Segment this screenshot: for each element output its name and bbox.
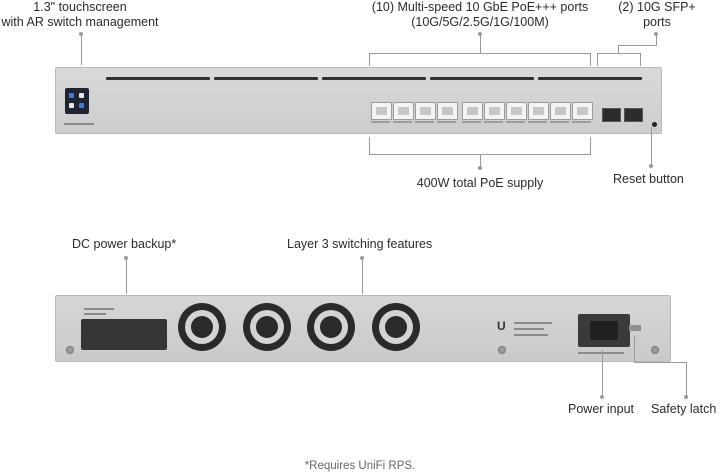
layer3-callout [362,258,363,294]
sfp-bracket-left [597,53,598,66]
reset-button-hole[interactable] [652,122,657,127]
ports-bracket-left [369,53,370,66]
rear-info-text [514,322,552,324]
poe-callout [480,154,481,168]
rj45-port[interactable] [393,102,414,120]
rear-screw [498,346,506,354]
dc-info-text [84,308,114,310]
rj45-port[interactable] [506,102,527,120]
sfp-label-line1: (2) 10G SFP+ [618,0,696,14]
poe-callout-dot [478,166,482,170]
screen-tile [69,93,74,98]
port-number [437,121,456,123]
sfp-callout-dot [654,32,658,36]
ports-label-line1: (10) Multi-speed 10 GbE PoE+++ ports [371,0,589,14]
fan [372,303,420,351]
rj45-port[interactable] [415,102,436,120]
dc-info-text [84,313,106,315]
fan [243,303,291,351]
port-number [550,121,569,123]
vent-slot [106,77,210,80]
sfp-port[interactable] [602,108,621,122]
rj45-port[interactable] [572,102,593,120]
switch-rear-panel: U [55,295,671,362]
safety-latch-label: Safety latch [651,402,717,416]
safety-latch[interactable] [629,325,641,331]
latch-callout-dot [684,395,688,399]
fan [178,303,226,351]
rj45-port[interactable] [462,102,483,120]
port-number [462,121,481,123]
rear-screw [651,346,659,354]
dc-power-connector[interactable] [81,319,167,350]
ports-callout [480,34,481,53]
port-number [484,121,503,123]
rj45-port[interactable] [484,102,505,120]
latch-callout-h [634,362,687,363]
vent-slot [214,77,318,80]
port-number [528,121,547,123]
rj45-port[interactable] [528,102,549,120]
reset-callout-dot [649,164,653,168]
sfp-callout-h [618,45,657,46]
power-input-callout [602,350,603,397]
port-number [371,121,390,123]
screen-tile [79,103,84,108]
rj45-port[interactable] [550,102,571,120]
port-number [415,121,434,123]
rj45-port[interactable] [437,102,458,120]
reset-callout [651,127,652,165]
latch-callout-v1 [634,335,635,362]
rj45-port[interactable] [371,102,392,120]
poe-supply-label: 400W total PoE supply [416,176,544,190]
ubiquiti-logo-icon: U [497,319,506,333]
power-info-text [578,352,624,354]
poe-bracket-right [590,137,591,154]
touchscreen-label-line2: with AR switch management [1,15,159,29]
ports-bracket-right [590,53,591,66]
screen-tile [69,103,74,108]
ac-power-inlet[interactable] [578,314,630,347]
layer3-label: Layer 3 switching features [287,237,433,251]
sfp-callout-v [618,45,619,53]
port-number [393,121,412,123]
touchscreen-label-line1: 1.3" touchscreen [33,0,127,14]
sfp-label-line2: ports [643,15,671,29]
screen-tile [79,93,84,98]
vent-slot [322,77,426,80]
touchscreen-label: 1.3" touchscreen with AR switch manageme… [0,0,160,30]
port-number [506,121,525,123]
ground-screw [66,346,74,354]
ports-bracket-top [369,53,591,54]
touchscreen-display[interactable] [65,88,89,114]
ports-label: (10) Multi-speed 10 GbE PoE+++ ports (10… [355,0,605,30]
power-input-callout-dot [600,395,604,399]
sfp-bracket-right [640,53,641,66]
dc-backup-label: DC power backup* [72,237,177,251]
vent-slot [430,77,534,80]
dc-callout-dot [124,256,128,260]
ports-callout-dot [478,32,482,36]
rear-info-text [514,334,548,336]
sfp-port[interactable] [624,108,643,122]
touchscreen-callout-dot [79,32,83,36]
vent-slot [538,77,642,80]
switch-front-panel [55,67,662,134]
ports-label-line2: (10G/5G/2.5G/1G/100M) [411,15,549,29]
layer3-callout-dot [360,256,364,260]
sfp-bracket-top [597,53,640,54]
rear-info-text [514,328,544,330]
footnote: *Requires UniFi RPS. [304,460,416,472]
port-number [572,121,591,123]
dc-callout [126,258,127,294]
poe-bracket-left [369,137,370,154]
model-text [64,123,94,125]
latch-callout-v2 [686,362,687,397]
touchscreen-callout [81,34,82,65]
power-input-label: Power input [568,402,635,416]
fan [307,303,355,351]
sfp-callout-v2 [656,34,657,46]
reset-button-label: Reset button [613,172,684,186]
sfp-label: (2) 10G SFP+ ports [612,0,702,30]
